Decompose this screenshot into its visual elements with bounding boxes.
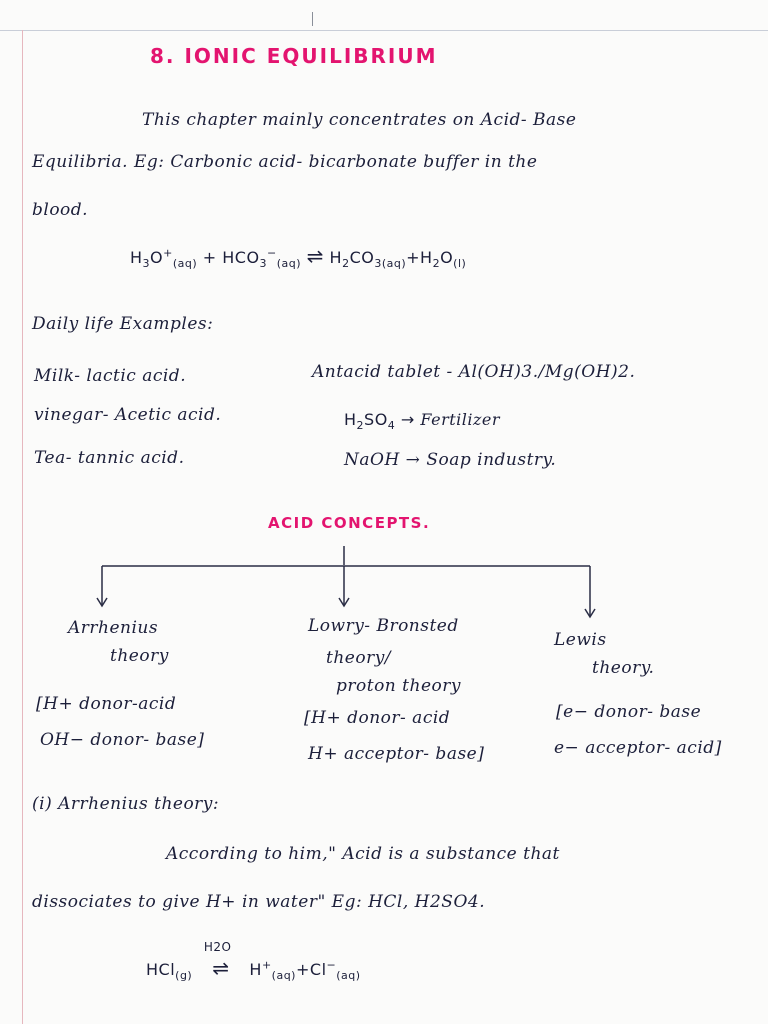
intro-line-2: Equilibria. Eg: Carbonic acid- bicarbona… xyxy=(32,152,538,172)
notebook-rule xyxy=(0,30,768,31)
intro-line-1: This chapter mainly concentrates on Acid… xyxy=(142,110,577,130)
solvent-label: H2O xyxy=(203,940,232,954)
lewis-def-1: [e− donor- base xyxy=(556,702,702,722)
daily-life-heading: Daily life Examples: xyxy=(32,314,214,334)
arrhenius-statement-line-1: According to him," Acid is a substance t… xyxy=(166,844,560,864)
notebook-margin xyxy=(22,30,23,1024)
example-vinegar: vinegar- Acetic acid. xyxy=(34,405,222,425)
acid-concepts-heading: ACID CONCEPTS. xyxy=(268,514,431,532)
lowry-def-2: H+ acceptor- base] xyxy=(308,744,485,764)
lewis-theory-label: theory. xyxy=(592,658,655,678)
page-tick-mark xyxy=(312,12,313,26)
lewis-def-2: e− acceptor- acid] xyxy=(554,738,722,758)
example-naoh: NaOH → Soap industry. xyxy=(344,450,557,470)
intro-line-3: blood. xyxy=(32,200,89,220)
lowry-name: Lowry- Bronsted xyxy=(308,616,459,636)
lowry-def-1: [H+ donor- acid xyxy=(304,708,451,728)
arrhenius-theory-label: theory xyxy=(110,646,169,666)
arrhenius-name: Arrhenius xyxy=(68,618,159,638)
example-antacid: Antacid tablet - Al(OH)3./Mg(OH)2. xyxy=(312,362,636,382)
equilibrium-arrow-2: ⇌ xyxy=(212,956,230,980)
arrhenius-section-heading: (i) Arrhenius theory: xyxy=(32,794,220,814)
lowry-theory-label: theory/ xyxy=(326,648,392,668)
arrhenius-def-1: [H+ donor-acid xyxy=(36,694,177,714)
example-milk: Milk- lactic acid. xyxy=(34,366,187,386)
lewis-name: Lewis xyxy=(554,630,607,650)
bicarbonate-equation: H3O+(aq) + HCO3−(aq) ⇌ H2CO3(aq)+H2O(l) xyxy=(130,244,467,271)
chapter-title: 8. IONIC EQUILIBRIUM xyxy=(150,44,438,68)
proton-theory-label: proton theory xyxy=(336,676,461,696)
hcl-dissociation-equation: HCl(g) H2O ⇌ H+(aq)+Cl−(aq) xyxy=(146,940,361,983)
equilibrium-arrow: ⇌ xyxy=(306,244,324,268)
example-h2so4: H2SO4 → Fertilizer xyxy=(344,410,501,433)
example-tea: Tea- tannic acid. xyxy=(34,448,185,468)
arrhenius-statement-line-2: dissociates to give H+ in water" Eg: HCl… xyxy=(32,892,486,912)
arrhenius-def-2: OH− donor- base] xyxy=(40,730,205,750)
